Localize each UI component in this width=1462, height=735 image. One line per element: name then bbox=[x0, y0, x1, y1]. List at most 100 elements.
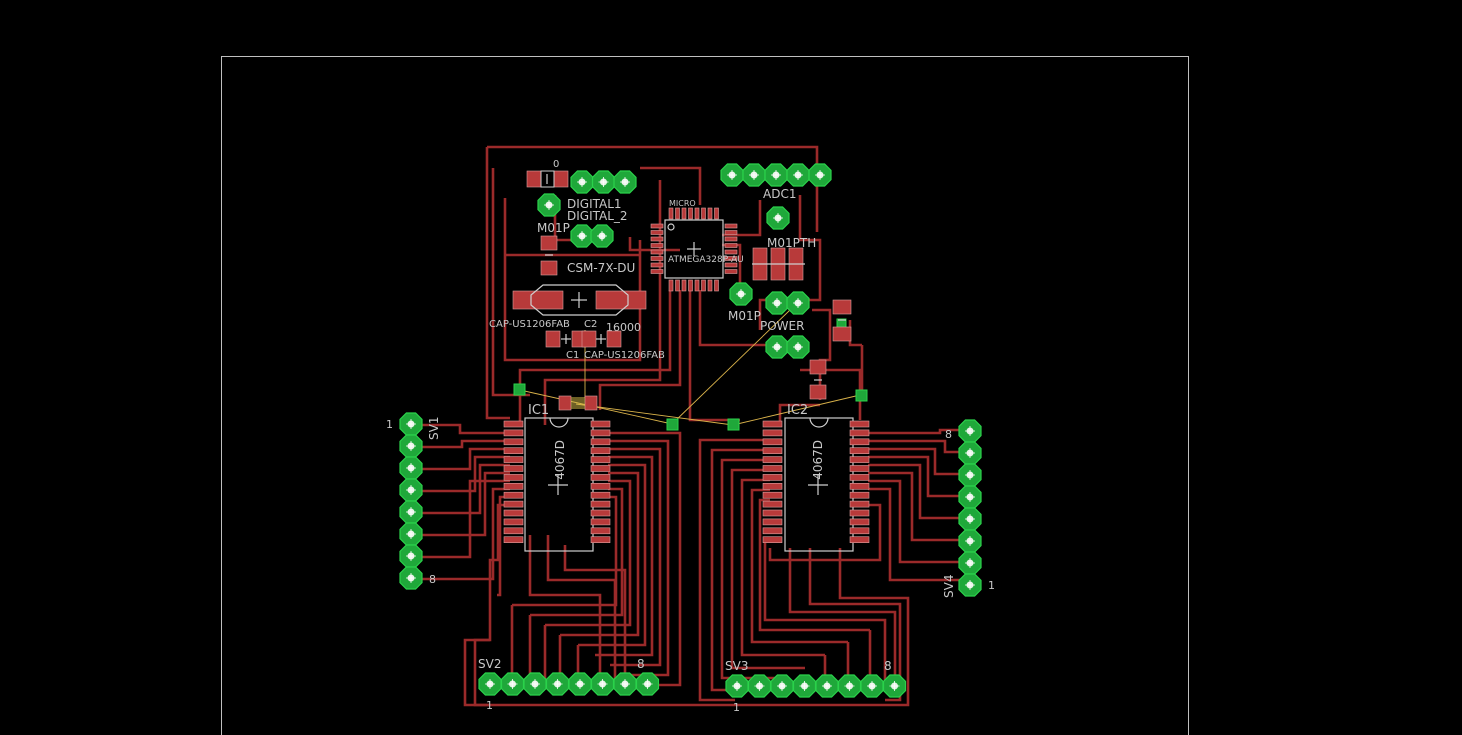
ic2-footprint[interactable] bbox=[762, 417, 870, 552]
sv2-pin-4 bbox=[545, 672, 570, 696]
micro-pad-left-7 bbox=[650, 262, 664, 268]
ic2-right-pad-14 bbox=[849, 536, 870, 544]
ic2-right-pad-7 bbox=[849, 474, 870, 481]
sv4-pin-4 bbox=[958, 485, 982, 509]
sv3-pin-1 bbox=[725, 674, 749, 698]
resistor-ic-bridge[interactable] bbox=[558, 395, 598, 411]
ic2-left-pad-1 bbox=[762, 420, 783, 428]
resistor-right-vertical[interactable] bbox=[832, 299, 852, 342]
ic2-left-pad-4 bbox=[762, 447, 783, 455]
ic2-right-pad-8 bbox=[849, 482, 870, 490]
sv4-pin-8 bbox=[958, 573, 982, 597]
micro-pad-bottom-6 bbox=[701, 279, 706, 292]
adc-header-pin-1 bbox=[720, 163, 744, 187]
m01p-label-a: M01P bbox=[537, 221, 570, 235]
micro-pad-left-2 bbox=[650, 230, 664, 235]
sv2-pin-first: 1 bbox=[486, 699, 493, 712]
digital1-header-pin-3 bbox=[613, 170, 637, 194]
sv1-pin-2 bbox=[399, 434, 423, 458]
board-outline bbox=[221, 56, 1189, 735]
digital1-header-pin-1 bbox=[570, 170, 594, 194]
ic1-left-pad-14 bbox=[503, 536, 524, 544]
micro-pad-bottom-8 bbox=[714, 279, 719, 292]
ic2-left-pad-5 bbox=[762, 456, 783, 463]
micro-pad-right-7 bbox=[724, 262, 738, 268]
micro-value: ATMEGA328P-AU bbox=[668, 255, 744, 265]
sv3-pin-last: 8 bbox=[884, 659, 892, 673]
ic2-name: IC2 bbox=[787, 403, 808, 418]
sv1-name: SV1 bbox=[427, 417, 441, 440]
sv1-pin-1 bbox=[399, 412, 423, 436]
ic2-left-pad-14 bbox=[762, 536, 783, 544]
ic2-right-pad-5 bbox=[849, 456, 870, 463]
ic1-left-pad-1 bbox=[503, 420, 524, 428]
micro-pad-top-1 bbox=[668, 207, 674, 220]
power-header-bottom-pin-1 bbox=[765, 335, 789, 359]
micro-pad-top-4 bbox=[688, 207, 693, 220]
power-header-top-pin-1 bbox=[765, 291, 789, 315]
micro-pad-left-4 bbox=[650, 243, 664, 248]
micro-pad-left-6 bbox=[650, 256, 664, 261]
ic1-right-pad-13 bbox=[590, 527, 611, 535]
c1-footprint[interactable] bbox=[545, 330, 587, 348]
resistor-left[interactable] bbox=[540, 235, 558, 276]
digital1-header-pin-2 bbox=[591, 170, 616, 194]
adc-header-pin-2 bbox=[742, 163, 766, 187]
sv2-pin-2 bbox=[500, 672, 525, 696]
micro-pad-bottom-4 bbox=[688, 279, 693, 292]
ic2-right-pad-9 bbox=[849, 491, 870, 499]
micro-name: MICRO bbox=[669, 199, 696, 208]
micro-footprint[interactable] bbox=[650, 207, 738, 292]
sv1-pin-first: 1 bbox=[386, 418, 393, 431]
sv4-pin-2 bbox=[958, 441, 982, 465]
crystal-value: CSM-7X-DU bbox=[567, 261, 635, 275]
m01p-label-b: M01P bbox=[728, 309, 761, 323]
m01p-a-pad bbox=[537, 193, 561, 217]
adc-label: ADC1 bbox=[763, 187, 796, 201]
ic1-value: 4067D bbox=[553, 440, 567, 480]
ic1-right-pad-3 bbox=[590, 438, 611, 446]
ic1-left-pad-8 bbox=[503, 482, 524, 490]
ic2-right-pad-2 bbox=[849, 429, 870, 437]
sv3-name: SV3 bbox=[725, 659, 748, 673]
sv1-pin-5 bbox=[399, 500, 423, 524]
ic1-left-pad-5 bbox=[503, 456, 524, 463]
power-header-bottom-pin-2 bbox=[786, 335, 810, 359]
m01pth-smd-header[interactable] bbox=[752, 247, 805, 281]
ic1-left-pad-9 bbox=[503, 491, 524, 499]
sv4-pin-5 bbox=[958, 507, 982, 531]
ic1-right-pad-8 bbox=[590, 482, 611, 490]
sv3-pin-2 bbox=[747, 674, 772, 698]
c2-footprint[interactable] bbox=[581, 330, 622, 348]
c2-name: C2 bbox=[584, 319, 597, 330]
micro-pad-top-7 bbox=[707, 207, 713, 220]
sv2-pin-6 bbox=[590, 672, 615, 696]
digital2-header-pin-2 bbox=[590, 224, 614, 248]
sv4-name: SV4 bbox=[942, 575, 956, 598]
sv2-pin-3 bbox=[523, 672, 547, 696]
m01pth-label: M01PTH bbox=[767, 236, 816, 250]
sv4-pin-6 bbox=[958, 529, 982, 553]
ic2-right-pad-13 bbox=[849, 527, 870, 535]
micro-pad-bottom-5 bbox=[694, 279, 700, 292]
digital2-header-pin-1 bbox=[570, 224, 594, 248]
c1-name: C1 bbox=[566, 350, 579, 361]
sv1-pin-last: 8 bbox=[429, 573, 436, 586]
resistor-top[interactable] bbox=[526, 170, 569, 188]
ic1-footprint[interactable] bbox=[503, 417, 611, 552]
vias bbox=[513, 318, 868, 431]
ic1-left-pad-6 bbox=[503, 465, 524, 472]
sv4-pin-first: 1 bbox=[988, 579, 995, 592]
ic1-right-pad-14 bbox=[590, 536, 611, 544]
ic2-right-pad-10 bbox=[849, 500, 870, 508]
resistor-power[interactable] bbox=[809, 359, 827, 400]
ic2-value: 4067D bbox=[811, 440, 825, 480]
c1-value-label: CAP-US1206FAB bbox=[489, 319, 570, 330]
micro-pad-top-3 bbox=[681, 207, 687, 220]
micro-pad-right-4 bbox=[724, 243, 738, 248]
crystal-footprint[interactable] bbox=[512, 284, 647, 316]
micro-pad-top-8 bbox=[714, 207, 719, 220]
ic2-left-pad-7 bbox=[762, 474, 783, 481]
sv3-pin-5 bbox=[815, 674, 839, 698]
